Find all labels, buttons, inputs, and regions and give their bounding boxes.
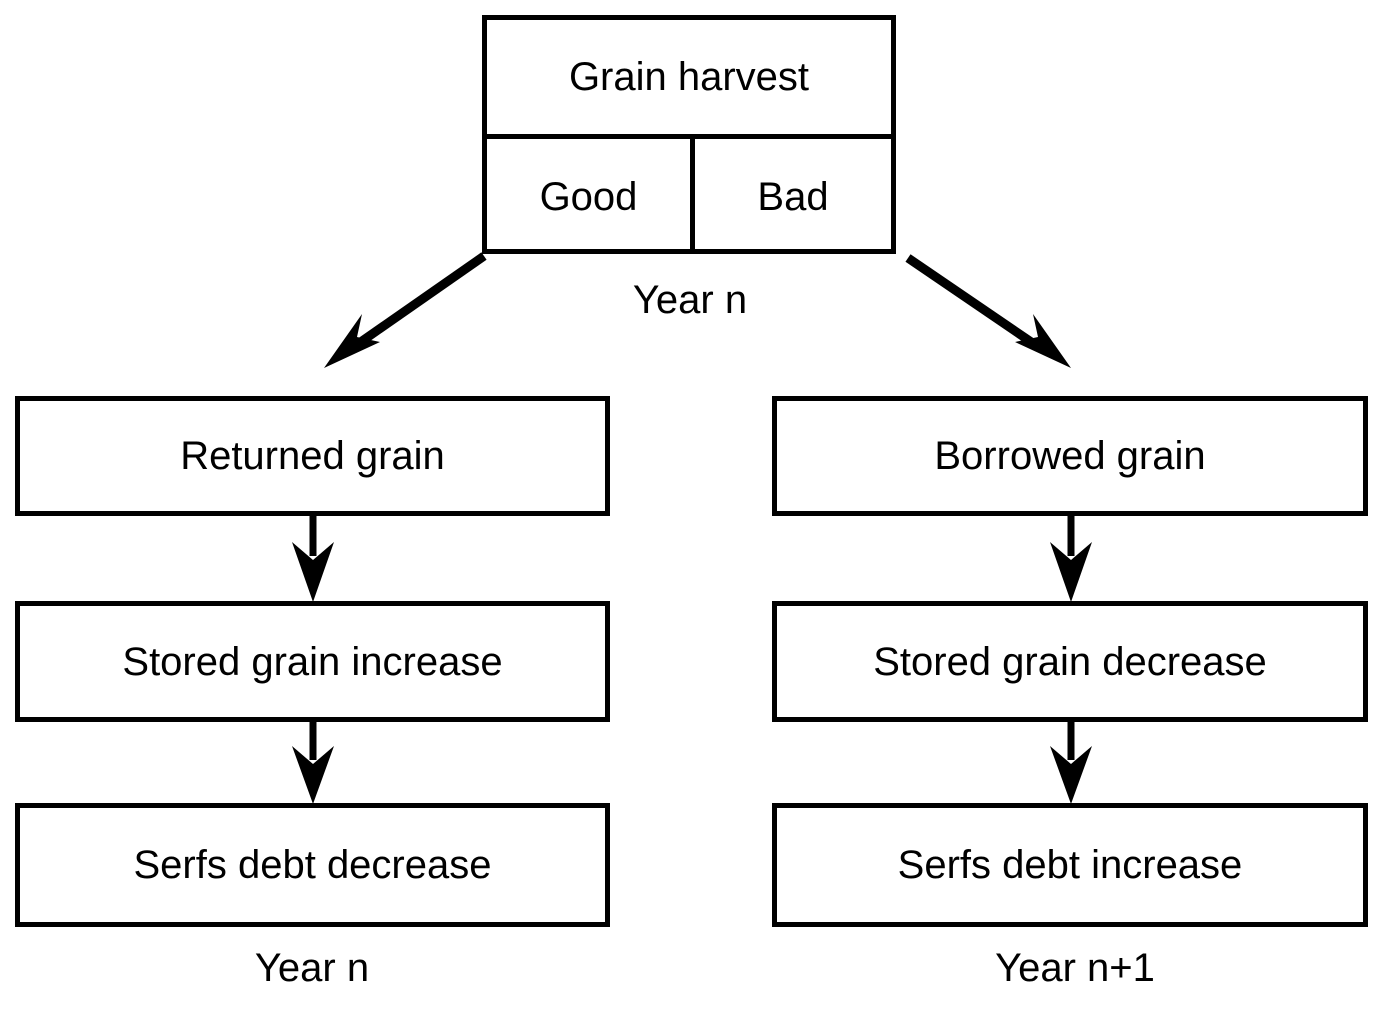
node-label-serfs-debt-decrease: Serfs debt decrease: [133, 843, 492, 887]
node-serfs-debt-decrease[interactable]: Serfs debt decrease: [15, 803, 610, 927]
branch-label-bad: Bad: [757, 174, 829, 219]
year-label-left-column: Year n: [254, 946, 370, 990]
arrow-down-icon: [292, 722, 334, 804]
node-label-stored-grain-decrease: Stored grain decrease: [873, 639, 1267, 684]
node-label-stored-grain-increase: Stored grain increase: [122, 639, 503, 684]
node-borrowed-grain[interactable]: Borrowed grain: [772, 396, 1368, 516]
node-stored-grain-increase[interactable]: Stored grain increase: [15, 601, 610, 722]
grain-harvest-vertical-divider: [690, 139, 695, 254]
branch-cell-bad[interactable]: Bad: [695, 139, 891, 254]
node-label-borrowed-grain: Borrowed grain: [934, 434, 1206, 478]
branch-label-good: Good: [539, 174, 638, 219]
arrow-down-icon: [1050, 722, 1092, 804]
arrow-down-left-icon: [324, 252, 487, 368]
grain-harvest-header-label: Grain harvest: [568, 55, 810, 99]
arrow-down-icon: [292, 516, 334, 602]
year-label-top: Year n: [632, 278, 748, 322]
node-returned-grain[interactable]: Returned grain: [15, 396, 610, 516]
grain-harvest-horizontal-divider: [487, 134, 891, 139]
arrow-down-icon: [1050, 516, 1092, 602]
grain-harvest-header-cell: Grain harvest: [487, 20, 891, 134]
arrow-down-right-icon: [905, 254, 1071, 368]
node-label-returned-grain: Returned grain: [180, 434, 445, 478]
year-label-right-column: Year n+1: [995, 946, 1155, 990]
node-label-serfs-debt-increase: Serfs debt increase: [897, 843, 1243, 887]
grain-harvest-node[interactable]: Grain harvest Good Bad: [482, 15, 896, 254]
node-serfs-debt-increase[interactable]: Serfs debt increase: [772, 803, 1368, 927]
node-stored-grain-decrease[interactable]: Stored grain decrease: [772, 601, 1368, 722]
branch-cell-good[interactable]: Good: [487, 139, 690, 254]
